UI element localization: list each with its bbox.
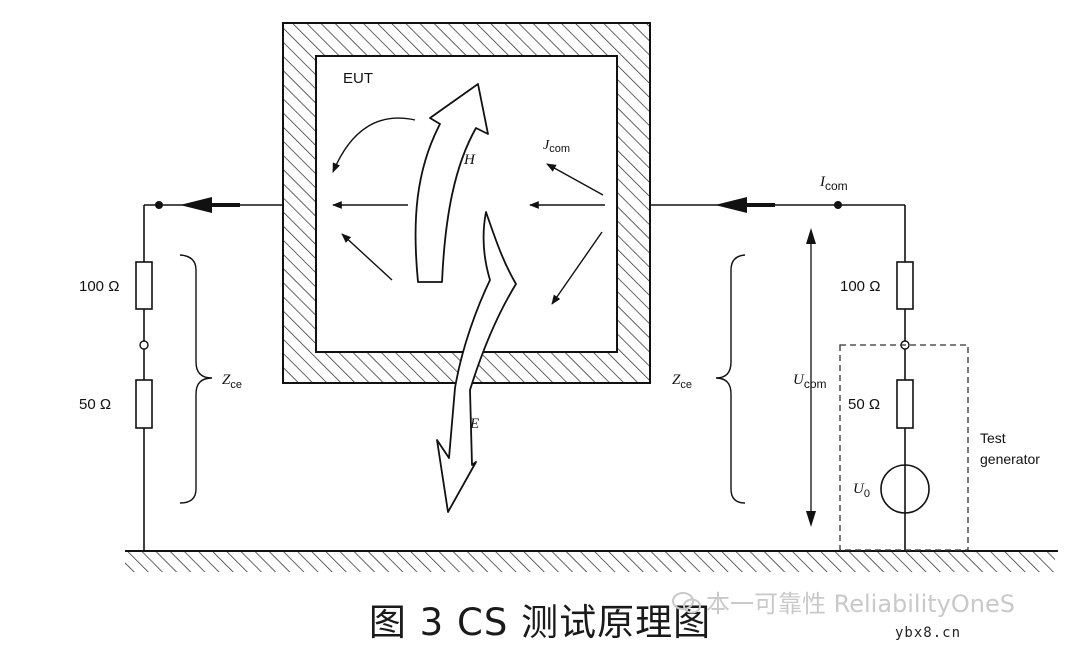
eut-enclosure xyxy=(282,22,651,384)
left-current-arrow xyxy=(180,197,240,213)
ucom-arrow xyxy=(806,228,816,527)
ground xyxy=(125,550,1058,572)
h-field-arrow xyxy=(414,83,489,283)
ucom-label: Ucom xyxy=(793,372,827,391)
right-junction-dot xyxy=(834,201,842,209)
arrow-right-upper xyxy=(546,163,604,196)
left-100-ohm-label: 100 Ω xyxy=(79,278,119,295)
e-label: E xyxy=(469,416,479,432)
arrow-right-lower xyxy=(551,231,603,305)
left-resistor-100 xyxy=(135,261,153,310)
u0-label: U0 xyxy=(853,481,870,500)
right-circuit xyxy=(650,197,969,551)
arrow-left-diagonal xyxy=(341,233,393,281)
right-50-ohm-label: 50 Ω xyxy=(848,396,880,413)
h-label: H xyxy=(463,152,476,168)
right-100-ohm-label: 100 Ω xyxy=(840,278,880,295)
left-brace xyxy=(179,254,213,504)
site-label: ybx8.cn xyxy=(895,625,962,641)
left-zce-label: Zce xyxy=(222,372,242,391)
right-brace xyxy=(715,254,746,504)
left-resistor-50 xyxy=(135,379,153,429)
curved-arrow-left xyxy=(332,117,416,173)
right-resistor-50 xyxy=(896,379,914,429)
left-node xyxy=(139,340,149,350)
test-generator-label-line2: generator xyxy=(980,451,1040,467)
e-field-arrow xyxy=(436,211,517,513)
watermark-text: 本一可靠性 ReliabilityOneS xyxy=(706,590,1015,618)
test-generator-box xyxy=(839,344,969,551)
right-resistor-100 xyxy=(896,261,914,310)
right-zce-label: Zce xyxy=(672,372,692,391)
right-current-arrow xyxy=(715,197,775,213)
left-circuit xyxy=(135,197,283,551)
left-50-ohm-label: 50 Ω xyxy=(79,396,111,413)
left-junction-dot xyxy=(155,201,163,209)
figure-caption: 图 3 CS 测试原理图 xyxy=(368,601,712,644)
icom-label: Icom xyxy=(819,174,848,193)
jcom-label: Jcom xyxy=(543,138,570,155)
internal-current-arrows xyxy=(332,117,605,305)
wechat-icon xyxy=(672,592,701,614)
watermark: 本一可靠性 ReliabilityOneS xyxy=(672,584,1015,619)
test-generator-label-line1: Test xyxy=(980,430,1006,446)
eut-label: EUT xyxy=(343,70,373,87)
